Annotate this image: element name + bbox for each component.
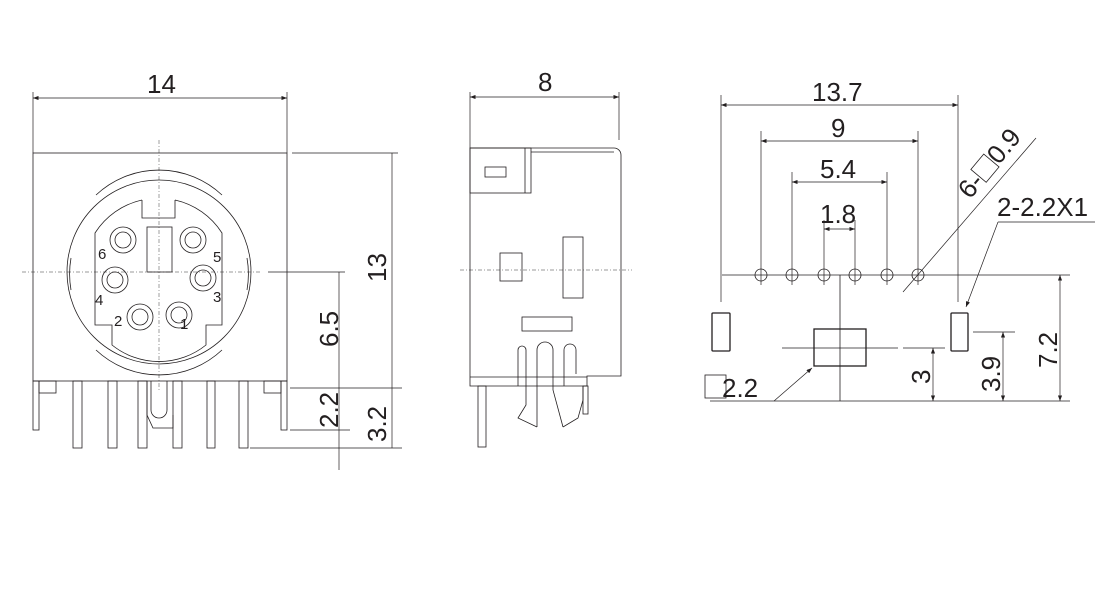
dim-depth-8: 8 — [538, 67, 552, 97]
pin-label-6: 6 — [98, 246, 106, 263]
pin-sockets — [101, 226, 217, 331]
mount-pad-right — [950, 312, 969, 352]
dim-center-6-5: 6.5 — [314, 311, 344, 347]
key — [146, 226, 173, 273]
mount-pad-left — [711, 312, 731, 352]
dim-center-hole-3: 3 — [906, 370, 936, 384]
dim-height-13: 13 — [362, 253, 392, 282]
dim-mid-pins-5-4: 5.4 — [820, 154, 856, 184]
pin-label-5: 5 — [213, 249, 221, 266]
dim-overall-13-7: 13.7 — [812, 77, 863, 107]
socket-shell — [66, 179, 252, 365]
dim-outer-pins-9: 9 — [831, 113, 845, 143]
square-symbol-icon — [970, 153, 1000, 183]
mount-pad-note: 2-2.2X1 — [997, 192, 1088, 222]
legs — [32, 380, 288, 449]
pin-label-2: 2 — [114, 313, 122, 330]
center-hole-size: 2.2 — [722, 373, 758, 403]
dim-row-7-2: 7.2 — [1033, 332, 1063, 368]
side-view: 8 — [460, 67, 632, 448]
square-symbol-icon — [704, 374, 727, 399]
dim-pin-3-2: 3.2 — [362, 406, 392, 442]
svg-text:0.9: 0.9 — [981, 122, 1027, 169]
dim-pad-3-9: 3.9 — [976, 356, 1006, 392]
footprint-view: 13.7 9 5.4 1.8 6- 0.9 2-2.2X1 2.2 3 3.9 … — [704, 77, 1095, 403]
pin-label-1: 1 — [180, 316, 188, 333]
dim-inner-pins-1-8: 1.8 — [820, 199, 856, 229]
pin-label-4: 4 — [95, 292, 103, 309]
center-hole — [813, 328, 867, 367]
dim-width-14: 14 — [147, 69, 176, 99]
pin-label-3: 3 — [213, 289, 221, 306]
front-view: 1 2 3 4 5 6 14 13 6.5 2.2 — [22, 69, 402, 470]
dim-standoff-2-2: 2.2 — [314, 392, 344, 428]
